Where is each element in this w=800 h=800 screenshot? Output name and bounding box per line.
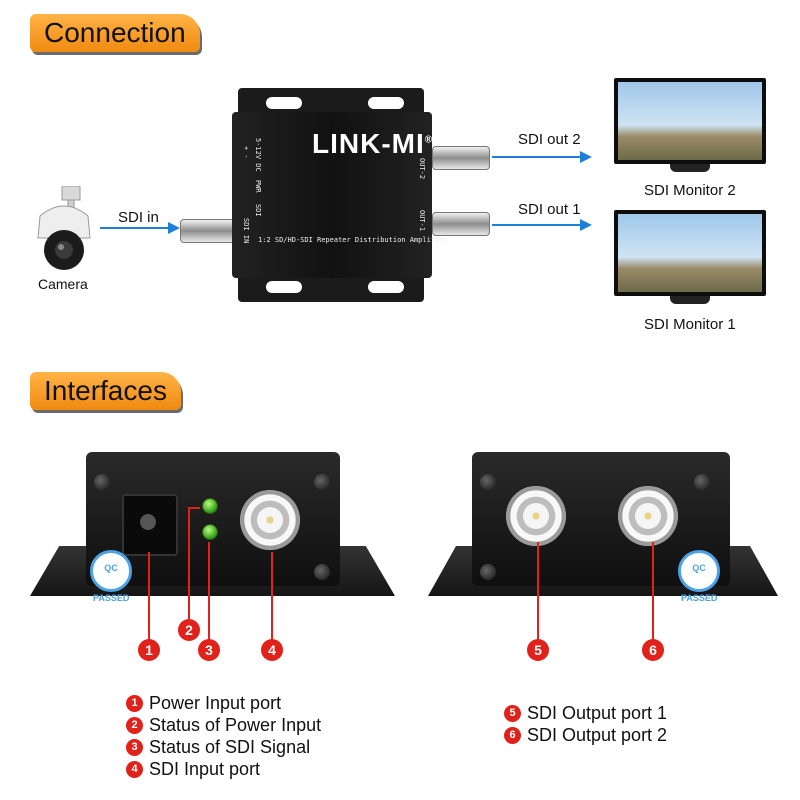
callout-line-5 (537, 542, 539, 640)
callout-line-6 (652, 542, 654, 640)
power-status-led (202, 498, 218, 514)
device-brand: LINK-MI® (312, 128, 434, 159)
sdi-in-arrow-line (100, 227, 170, 229)
legend-item: 3 Status of SDI Signal (126, 736, 321, 758)
device-model-text: 1:2 SD/HD-SDI Repeater Distribution Ampl… (258, 236, 448, 244)
sdi-out2-arrow-line (492, 156, 582, 158)
device-out2-label: OUT-2 (418, 158, 426, 180)
callout-6: 6 (642, 639, 664, 661)
sdi-out2-arrow-head (580, 151, 592, 163)
device-pwr-label: PWR (254, 180, 262, 193)
screw-icon (694, 474, 710, 490)
screw-icon (480, 564, 496, 580)
legend-text: SDI Output port 1 (527, 702, 668, 723)
screw-icon (314, 474, 330, 490)
legend-text: Power Input port (149, 692, 282, 713)
legend-text: Status of Power Input (149, 714, 322, 735)
device-sdi-led-label: SDI (254, 204, 262, 217)
sdi-in-label: SDI in (118, 209, 159, 226)
screw-icon (94, 474, 110, 490)
device-sdi-in-label: SDI IN (242, 218, 250, 244)
legend-left: 1 Power Input port 2 Status of Power Inp… (126, 692, 321, 780)
camera-image (32, 185, 96, 274)
legend-text: SDI Input port (149, 758, 261, 779)
device-power-label: 5-12V DC (254, 138, 262, 172)
device-out1-label: OUT-1 (418, 210, 426, 232)
device-polarity-label: + - (242, 146, 250, 159)
device-body (232, 112, 432, 278)
sdi-input-bnc (240, 490, 300, 550)
legend-item: 6 SDI Output port 2 (504, 724, 667, 746)
callout-line-2 (188, 507, 190, 619)
qc-passed-sticker: QC PASSED (678, 550, 720, 603)
sdi-out1-arrow-head (580, 219, 592, 231)
callout-3: 3 (198, 639, 220, 661)
connection-title: Connection (30, 14, 200, 52)
legend-item: 4 SDI Input port (126, 758, 321, 780)
legend-right: 5 SDI Output port 1 6 SDI Output port 2 (504, 702, 667, 746)
sdi-signal-led (202, 524, 218, 540)
power-input-jack (122, 494, 178, 556)
sdi-out2-connector (432, 146, 490, 170)
output-side-panel: QC PASSED (428, 446, 778, 606)
qc-passed-sticker: QC PASSED (90, 550, 132, 603)
sdi-out1-arrow-line (492, 224, 582, 226)
interfaces-title: Interfaces (30, 372, 181, 410)
sdi-output-bnc-2 (618, 486, 678, 546)
legend-text: Status of SDI Signal (149, 736, 311, 757)
callout-line-4 (271, 552, 273, 640)
sdi-out1-connector (432, 212, 490, 236)
callout-line-3 (208, 542, 210, 640)
legend-text: SDI Output port 2 (527, 724, 668, 745)
callout-4: 4 (261, 639, 283, 661)
sdi-monitor-2 (614, 78, 766, 174)
legend-item: 2 Status of Power Input (126, 714, 321, 736)
monitor1-label: SDI Monitor 1 (644, 316, 736, 333)
callout-5: 5 (527, 639, 549, 661)
input-side-panel: QC PASSED (30, 446, 395, 606)
sdi-in-connector (180, 219, 238, 243)
sdi-out2-label: SDI out 2 (518, 131, 581, 148)
monitor2-label: SDI Monitor 2 (644, 182, 736, 199)
sdi-monitor-1 (614, 210, 766, 306)
camera-label: Camera (38, 276, 88, 292)
sdi-out1-label: SDI out 1 (518, 201, 581, 218)
callout-hline-2 (188, 507, 200, 509)
legend-item: 1 Power Input port (126, 692, 321, 714)
callout-line-1 (148, 552, 150, 640)
callout-2: 2 (178, 619, 200, 641)
sdi-in-arrow-head (168, 222, 180, 234)
screw-icon (480, 474, 496, 490)
sdi-output-bnc-1 (506, 486, 566, 546)
callout-1: 1 (138, 639, 160, 661)
distribution-amplifier-device: LINK-MI® 1:2 SD/HD-SDI Repeater Distribu… (232, 88, 448, 302)
legend-item: 5 SDI Output port 1 (504, 702, 667, 724)
screw-icon (314, 564, 330, 580)
